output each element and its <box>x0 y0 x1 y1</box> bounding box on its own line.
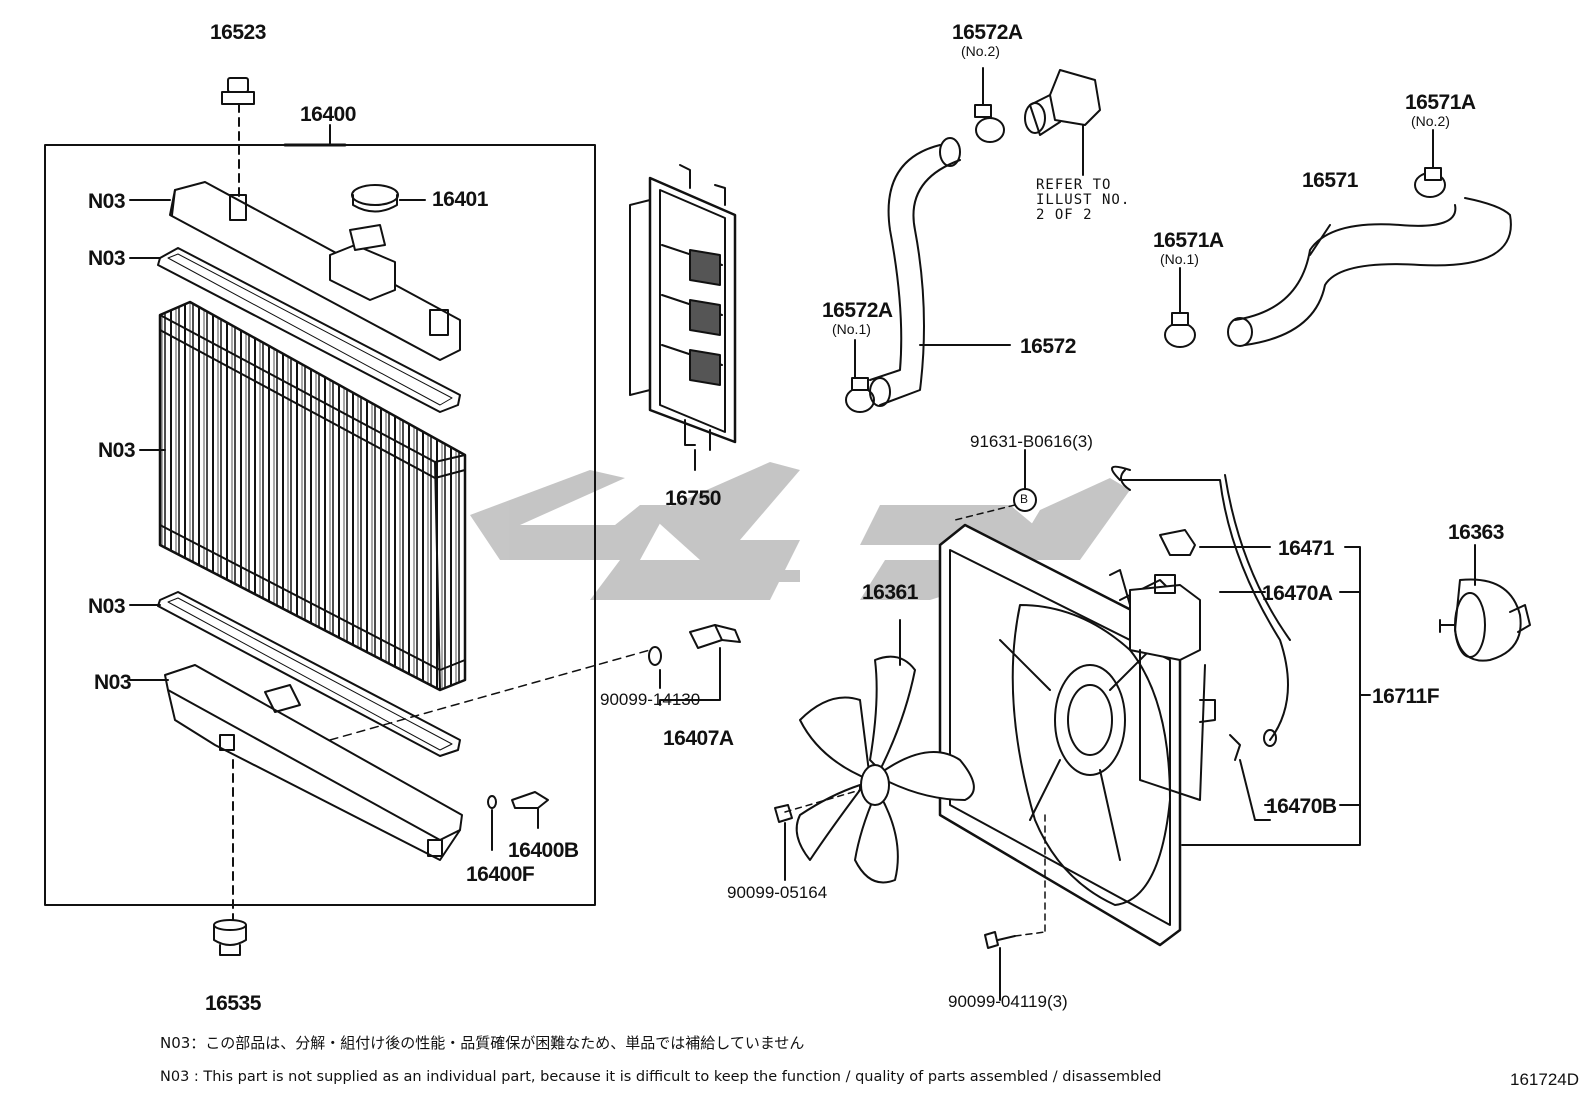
radiator-core <box>158 300 467 692</box>
refer-illust-note: REFER TO ILLUST NO. 2 OF 2 <box>1036 177 1131 223</box>
label-16361: 16361 <box>862 581 918 604</box>
radiator-cap-16401 <box>351 184 421 213</box>
nut-90099-05164 <box>774 789 861 881</box>
fan-shroud <box>938 523 1182 947</box>
drain-plug-16535 <box>213 919 247 956</box>
label-n03-upper-tank: N03 <box>88 190 126 213</box>
label-91631-b0616: 91631-B0616(3) <box>970 432 1093 451</box>
circle-b-letter: B <box>1020 492 1029 506</box>
bracket-16471 <box>1159 529 1196 556</box>
upper-tank <box>169 181 461 361</box>
label-16523: 16523 <box>210 21 266 44</box>
label-16750: 16750 <box>665 487 721 510</box>
air-guide-16750 <box>629 164 737 471</box>
label-16363: 16363 <box>1448 521 1504 544</box>
label-16711F: 16711F <box>1372 685 1440 708</box>
label-16400B: 16400B <box>508 839 579 862</box>
label-16572A-top-sub: (No.2) <box>961 43 1000 59</box>
label-90099-04119: 90099-04119(3) <box>948 992 1068 1011</box>
hose-clamp-16571A-no2 <box>1414 129 1446 198</box>
label-16571A-left-sub: (No.1) <box>1160 251 1199 267</box>
label-16571A-right: 16571A <box>1405 91 1476 114</box>
label-16571A-right-sub: (No.2) <box>1411 113 1450 129</box>
o-ring-16400F <box>487 795 497 809</box>
label-16572: 16572 <box>1020 335 1076 358</box>
drain-cock-16400B <box>511 791 549 829</box>
label-16571: 16571 <box>1302 169 1358 192</box>
label-16400: 16400 <box>300 103 356 126</box>
hose-clamp-16572A-no2 <box>974 67 1005 143</box>
o-ring-90099-14130 <box>648 646 662 666</box>
hose-clamp-16571A-no1 <box>1164 267 1196 348</box>
lower-tank <box>164 664 463 921</box>
hose-clamp-16572A-no1 <box>845 339 875 413</box>
upper-hose-16572 <box>869 137 961 407</box>
label-n03-upper-gasket: N03 <box>88 247 126 270</box>
clip-16470B <box>1229 734 1271 821</box>
upper-gasket <box>157 247 461 413</box>
label-16535: 16535 <box>205 992 261 1015</box>
drain-cap-16523 <box>221 77 255 201</box>
reservoir-tank <box>1129 574 1216 801</box>
fan-blade-16361 <box>795 619 975 884</box>
label-16470A: 16470A <box>1262 582 1333 605</box>
label-90099-14130: 90099-14130 <box>600 690 701 709</box>
label-16572A-top: 16572A <box>952 21 1023 44</box>
sensor-16407A <box>689 624 741 649</box>
footnote-english: N03 : This part is not supplied as an in… <box>160 1069 1162 1085</box>
overflow-hose-16470A <box>1111 465 1291 747</box>
footnote-japanese: N03：この部品は、分解・組付け後の性能・品質確保が困難なため、単品では補給して… <box>160 1034 805 1052</box>
diagram-code: 161724D <box>1510 1070 1580 1089</box>
label-16571A-left: 16571A <box>1153 229 1224 252</box>
label-16471: 16471 <box>1278 537 1334 560</box>
label-16572A-left-sub: (No.1) <box>832 321 871 337</box>
label-90099-05164: 90099-05164 <box>727 883 828 902</box>
label-16400F: 16400F <box>466 863 535 886</box>
label-n03-core: N03 <box>98 439 136 462</box>
bolt-90099-04119 <box>984 814 1046 1001</box>
water-outlet <box>1024 69 1101 176</box>
label-16470B: 16470B <box>1266 795 1337 818</box>
label-16572A-left: 16572A <box>822 299 893 322</box>
fan-motor-16363 <box>1439 544 1531 662</box>
lower-hose-16571 <box>1227 197 1512 347</box>
label-n03-lower-tank: N03 <box>94 671 132 694</box>
label-n03-lower-gasket: N03 <box>88 595 126 618</box>
label-16401: 16401 <box>432 188 488 211</box>
label-16407A: 16407A <box>663 727 734 750</box>
